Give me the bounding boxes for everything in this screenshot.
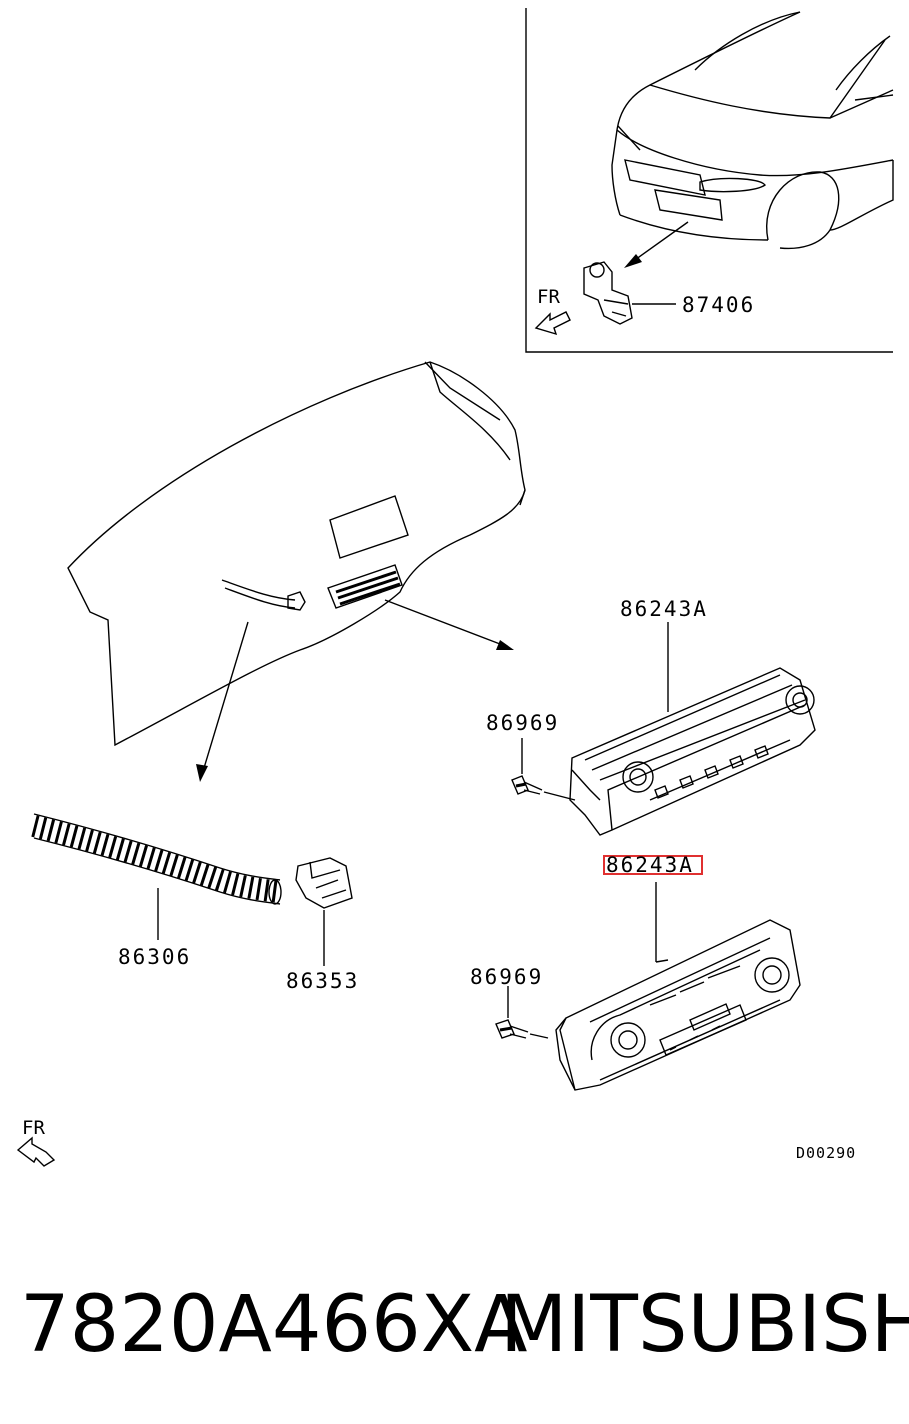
label-86353: 86353 [286,969,359,993]
arrow-down-head [196,764,208,782]
car-front-outline [611,11,894,250]
inset-arrow-head [624,254,642,268]
fr-label-inset: FR [537,286,560,308]
connector-86353 [295,857,353,909]
fr-label-main: FR [22,1117,45,1139]
hose-86306 [31,813,282,905]
dash-control-unit [327,564,403,609]
fr-arrow-inset-icon [534,311,571,336]
label-86969-lower: 86969 [470,965,543,989]
arrow-down-line [203,621,249,769]
control-panel-lower [555,919,801,1091]
caption-brand: MITSUBISHI [500,1280,909,1370]
fr-arrow-main-icon [16,1136,56,1167]
label-86243A-upper: 86243A [620,597,708,621]
arrow-right-line [384,599,501,645]
dash-hose-stub [221,579,296,601]
sensor-87406 [583,261,633,325]
highlight-86243A-lower [603,855,703,875]
label-87406: 87406 [682,293,755,317]
arrow-right-head [496,640,514,650]
label-86306: 86306 [118,945,191,969]
screw-86969-lower [495,1019,529,1039]
inset-arrow-line [631,221,689,263]
screw-upper-line [543,791,576,801]
diagram-code: D00290 [796,1144,856,1162]
screw-lower-line [529,1033,549,1039]
caption-part-number: 7820A466XA [20,1280,528,1370]
label-86969-upper: 86969 [486,711,559,735]
screw-86969-upper [511,775,543,795]
inset-panel: 87406 FR [525,8,894,353]
label-86243A-lower: 86243A [606,853,694,877]
dashboard-display-cutout [329,495,409,559]
control-panel-upper [569,667,816,836]
inset-frame [525,8,893,353]
dashboard-outline [67,361,526,747]
